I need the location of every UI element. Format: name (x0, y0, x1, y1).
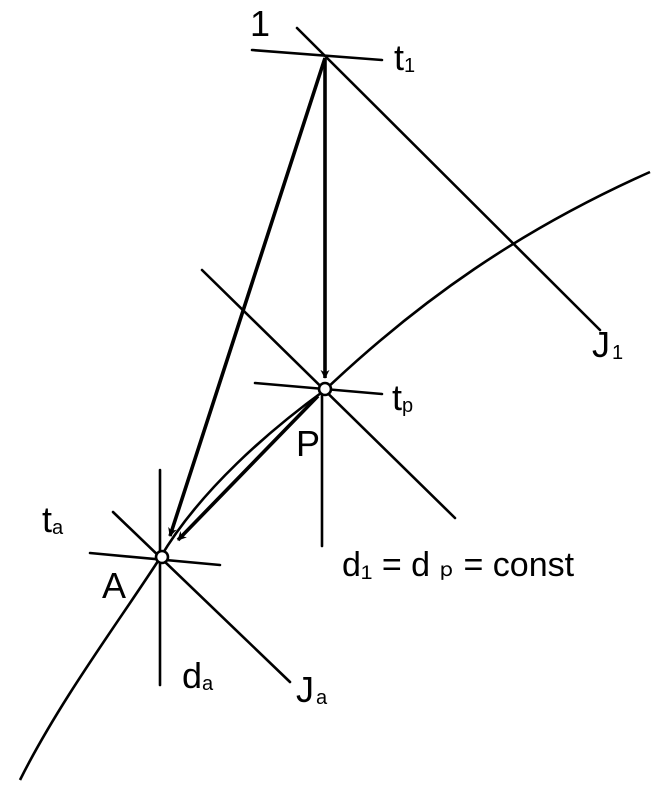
point-P-marker (317, 381, 333, 397)
point-1-label: 1 (250, 3, 270, 44)
point-A-marker (154, 549, 170, 565)
tp-label: tp (392, 377, 413, 418)
point-A-label: A (102, 565, 126, 606)
da-label: da (182, 655, 214, 696)
t1-line (250, 48, 384, 62)
trajectory-curve (18, 170, 651, 781)
t1-label: t1 (394, 37, 415, 78)
ta-label: ta (42, 499, 64, 540)
ja-line (111, 510, 292, 684)
j1-line (295, 26, 602, 332)
arrow-1-to-A (168, 57, 327, 537)
point-P-label: P (296, 423, 320, 464)
distance-equation: d₁ = d ₚ = const (342, 546, 575, 584)
arrow-P-to-A (176, 394, 320, 542)
